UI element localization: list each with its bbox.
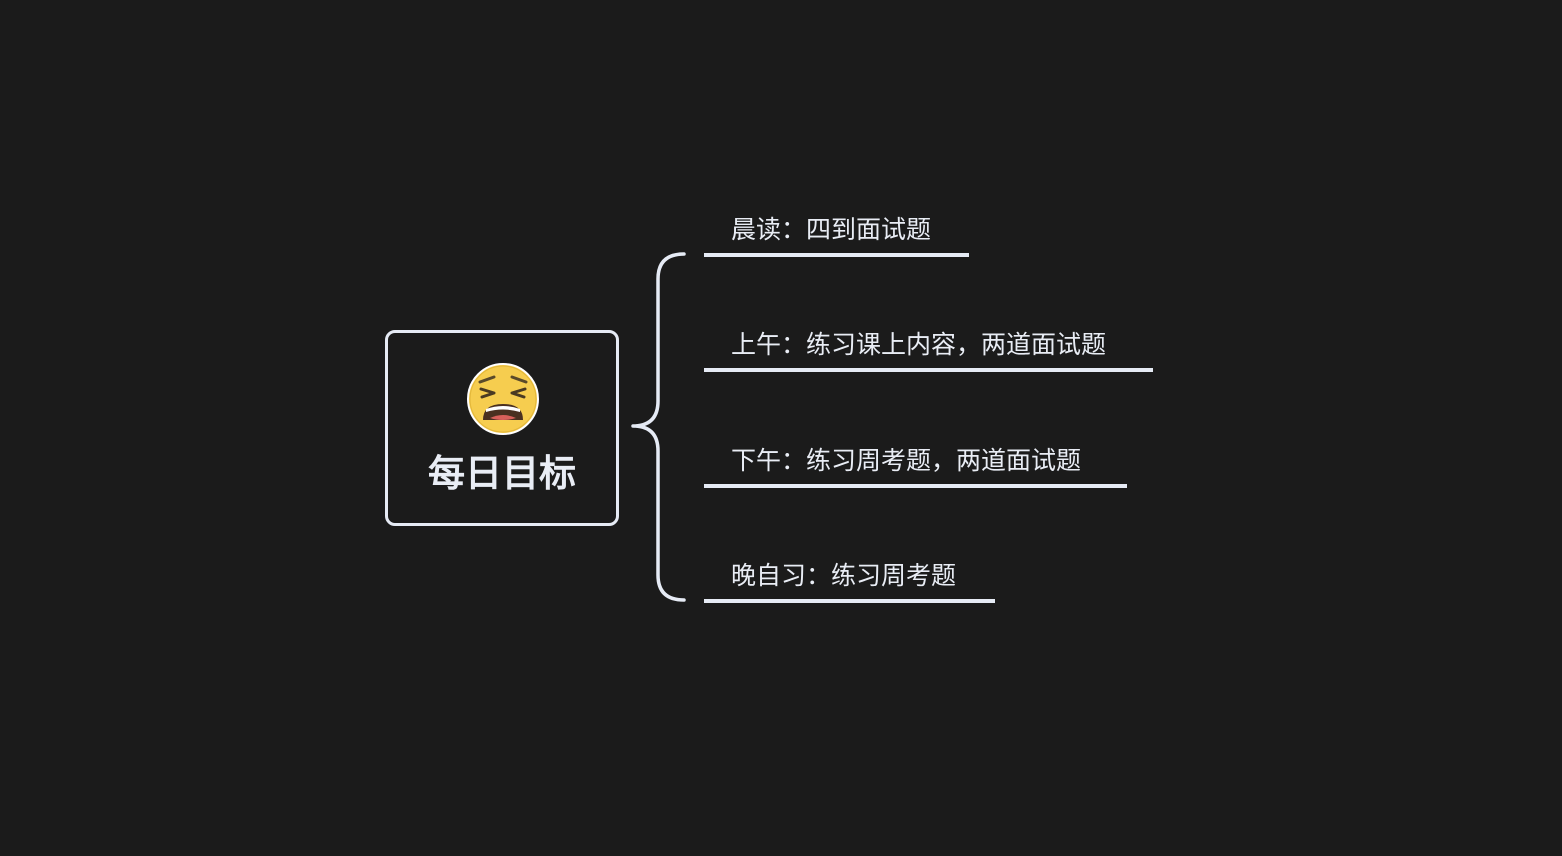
root-node[interactable]: 每日目标 [385, 330, 619, 526]
branch-underline [704, 368, 1153, 372]
weary-face-icon [467, 363, 539, 435]
branch-label: 晨读：四到面试题 [731, 215, 932, 244]
branch-underline [704, 484, 1127, 488]
branch-label: 下午：练习周考题，两道面试题 [731, 446, 1082, 475]
branch-underline [704, 253, 969, 257]
branch-label: 晚自习：练习周考题 [731, 561, 957, 590]
branch-label: 上午：练习课上内容，两道面试题 [731, 330, 1107, 359]
branch-underline [704, 599, 995, 603]
root-label: 每日目标 [428, 452, 576, 495]
